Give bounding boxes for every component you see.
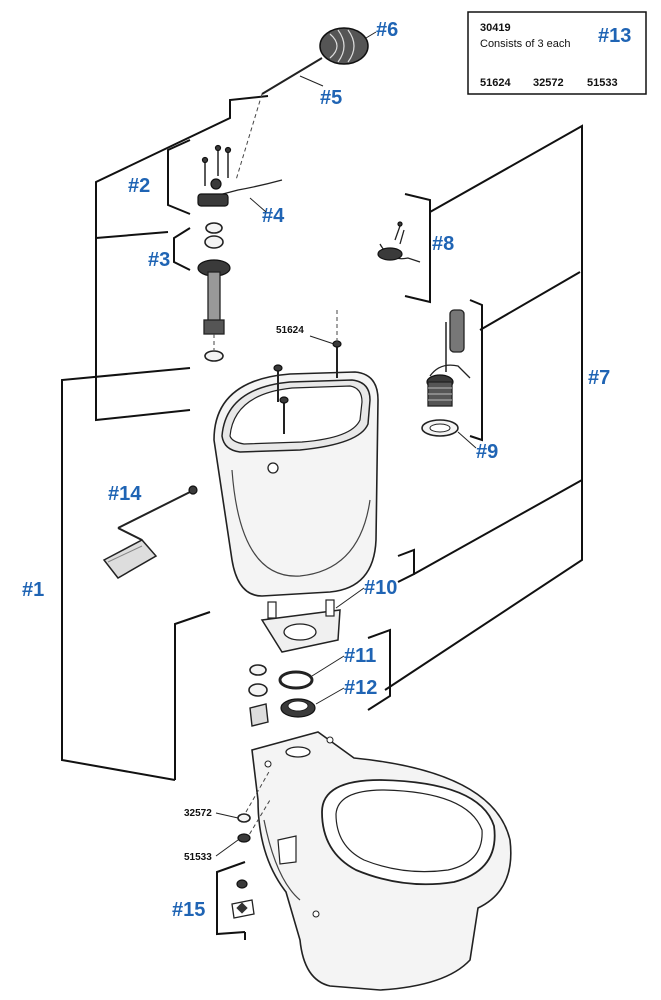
kit-description: Consists of 3 each [480,38,571,50]
toilet-tank [213,371,379,597]
bracket-9 [469,299,483,442]
kit-item-3: 51533 [587,77,618,89]
part-number-nut: 51533 [184,852,212,863]
bracket-1 [61,367,191,781]
callout-3: #3 [148,249,170,271]
float-rod [261,57,323,95]
callout-1: #1 [22,579,44,601]
callout-4: #4 [262,205,285,227]
bracket-7-bottom [384,478,583,691]
callout-12: #12 [344,677,377,699]
callout-7: #7 [588,367,610,389]
tank-gasket-plate [260,599,341,653]
rod-dash-line [235,93,263,181]
toilet-bowl [251,731,512,991]
bracket-10-link [413,479,583,575]
callout-15: #15 [172,899,205,921]
bracket-3 [173,227,191,271]
bracket-top-group [95,95,269,422]
kit-item-2: 32572 [533,77,564,89]
kit-item-1: 51624 [480,77,511,89]
kit-box: 30419 Consists of 3 each #13 51624 32572… [467,11,647,95]
callout-14: #14 [108,483,142,505]
trip-lever [197,144,283,207]
flush-valve [421,309,471,437]
seal-ring [204,222,224,249]
nut-dash [245,799,271,841]
part-number-washer: 32572 [184,808,212,819]
callout-9: #9 [476,441,498,463]
kit-box-frame [467,11,647,95]
callout-6: #6 [376,19,398,41]
bracket-10 [397,548,415,583]
float-ball [319,27,369,65]
bracket-11-12 [367,628,391,711]
gaskets [248,664,316,727]
bracket-7-top [429,124,583,478]
bolt-caps [231,879,255,919]
tank-lever-handle [102,485,198,579]
bracket-2 [167,139,191,215]
washer-leader [215,812,239,819]
bracket-15 [216,861,246,936]
callouts: #1 #2 #3 #4 #5 #6 #7 #8 #9 #10 #11 #12 #… [22,19,610,921]
tank-bolts [273,310,342,434]
bolt-leader [309,335,335,345]
washer-dash [245,769,271,813]
bracket-9-top [479,271,581,331]
flapper-chain [377,221,421,263]
bracket-connector [95,231,169,239]
callout-10: #10 [364,577,397,599]
fill-valve [197,259,231,362]
callout-13: #13 [598,25,631,47]
part-number-bolt: 51624 [276,325,304,336]
callout-2: #2 [128,175,150,197]
callout-5: #5 [320,87,342,109]
callout-8: #8 [432,233,454,255]
nut-leader [215,839,239,857]
bracket-lower-left [174,611,211,780]
kit-number: 30419 [480,22,511,34]
callout-11: #11 [344,645,376,667]
leader-lines [249,31,477,705]
bracket-8 [404,193,431,304]
bracket-lines [61,95,583,940]
washer-nut [237,813,251,843]
